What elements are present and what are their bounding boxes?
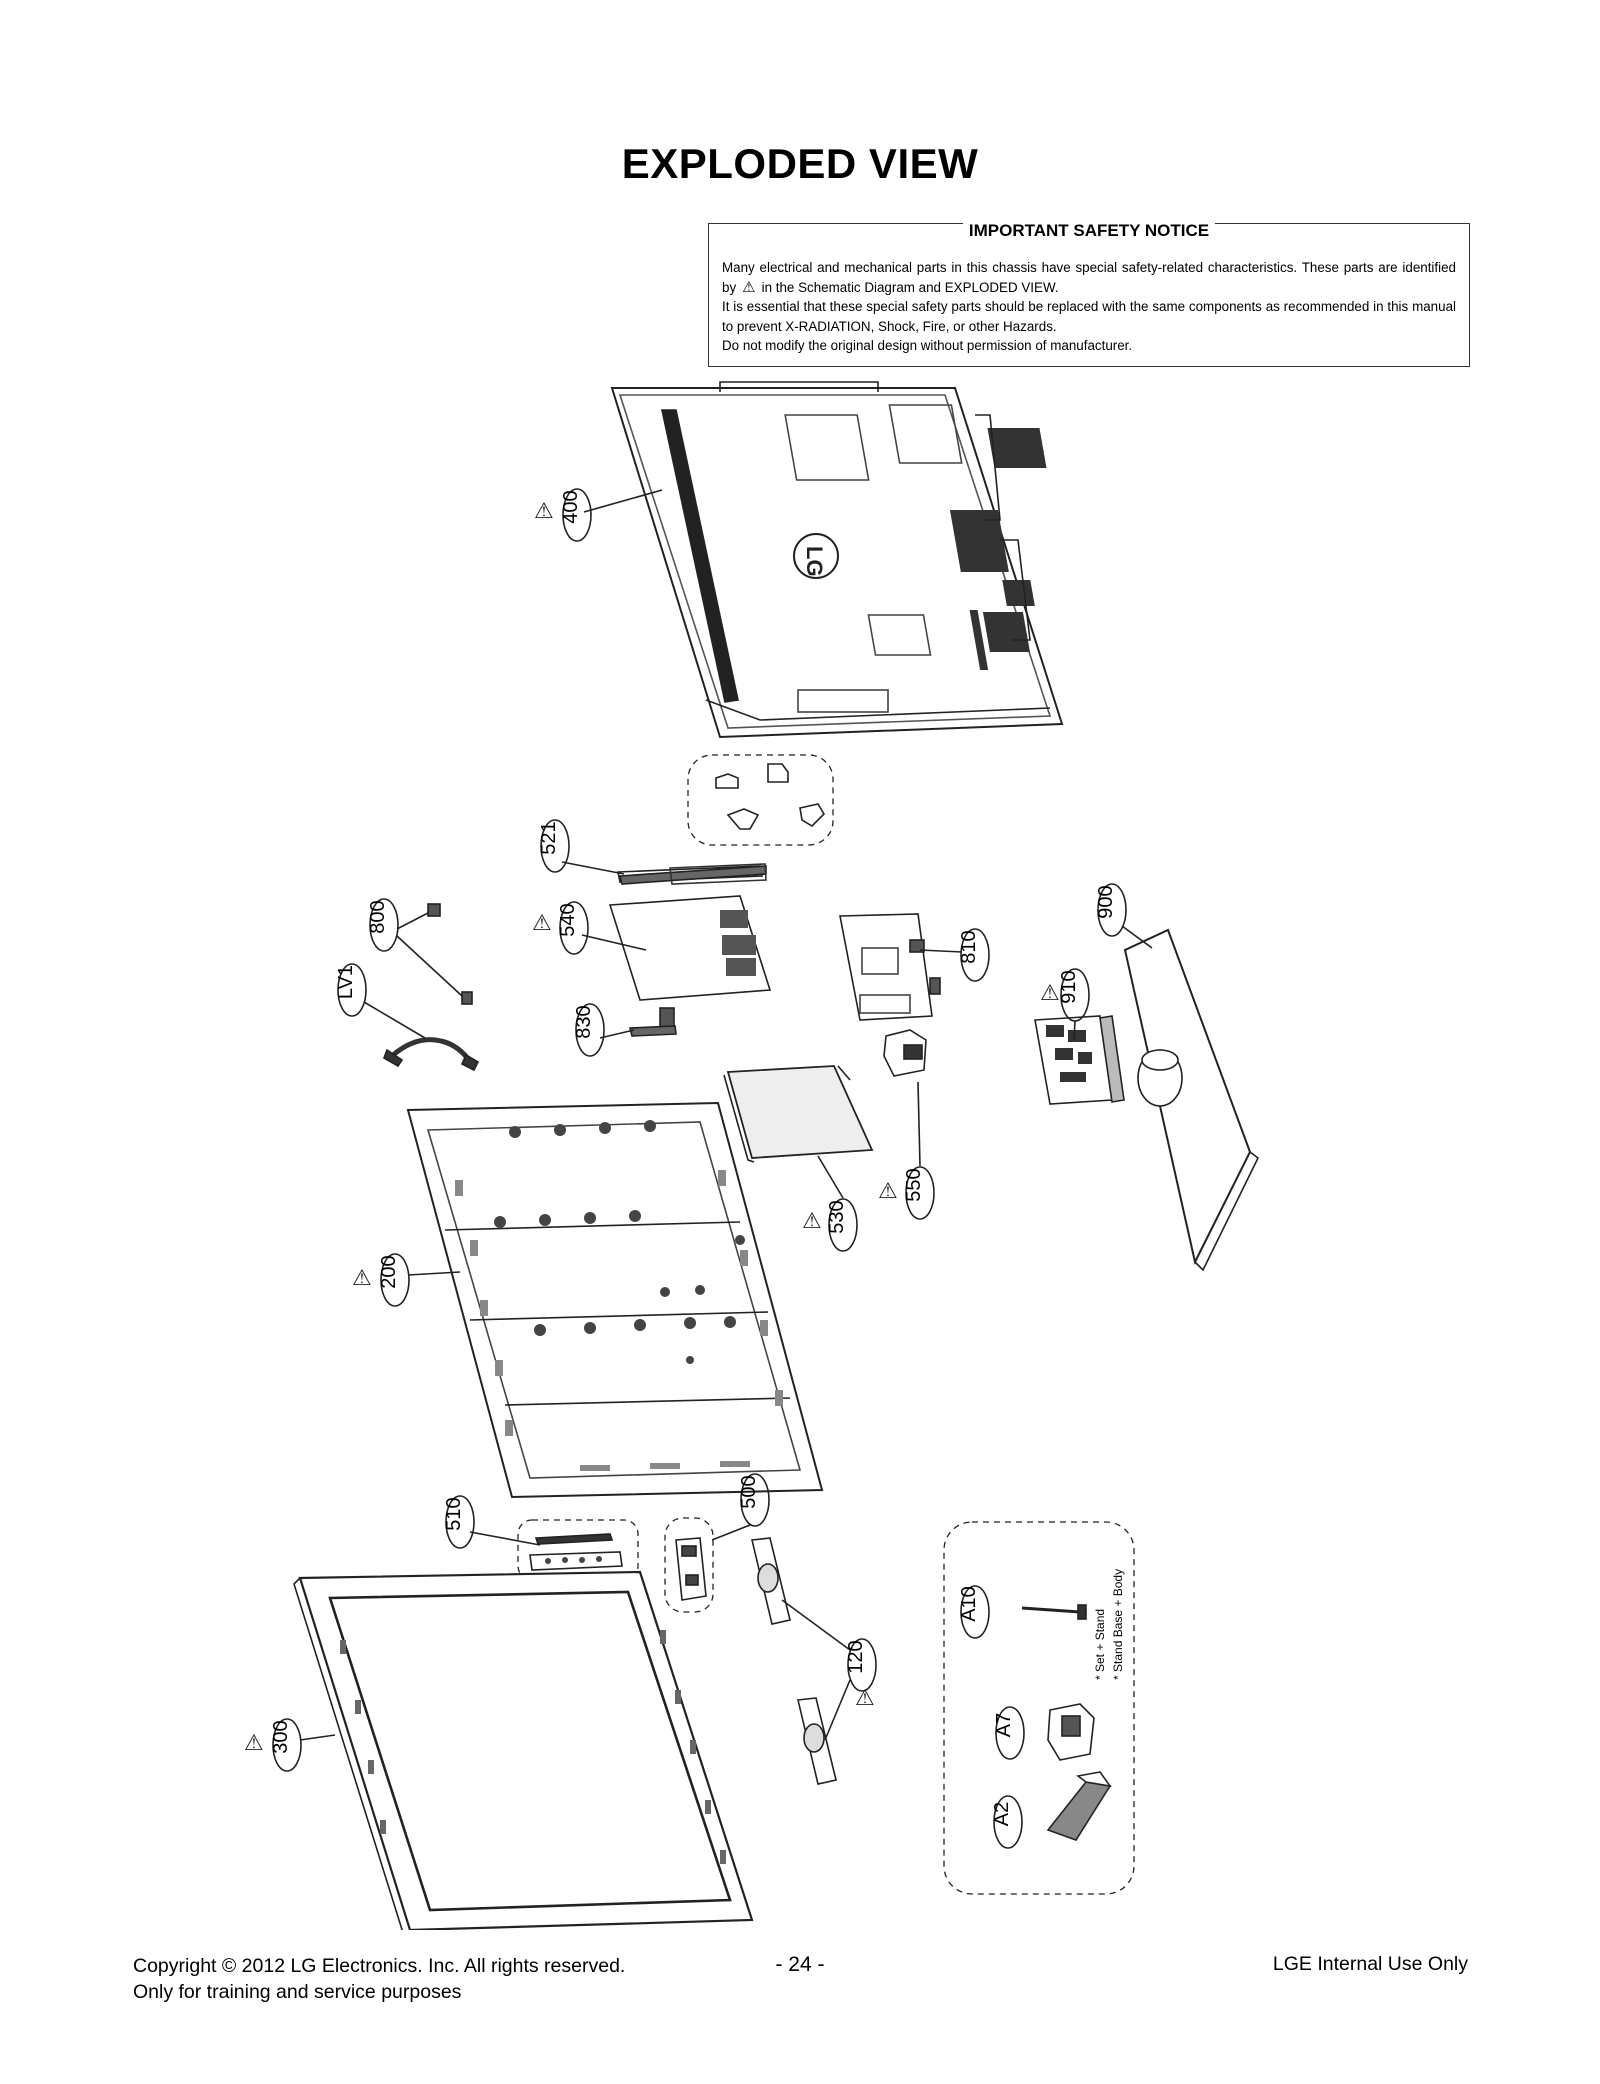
bar-521: 521 [538,819,767,885]
part-number-800: 800 [367,900,389,933]
safety-notice-box: IMPORTANT SAFETY NOTICE Many electrical … [708,221,1470,367]
part-number-530: 530 [826,1200,848,1233]
footer-training: Only for training and service purposes [133,1981,462,2003]
warning-triangle-icon: ⚠ [742,278,756,296]
stand-body-910: ⚠ 910 [1034,968,1125,1105]
bracket-group [687,754,834,846]
warning-triangle-icon: ⚠ [855,1685,875,1710]
part-800: 800 [367,898,473,1005]
stand-base-900: 900 [1095,883,1260,1272]
warning-triangle-icon: ⚠ [878,1178,898,1203]
page-number: - 24 - [775,1953,825,1976]
part-number-510: 510 [443,1497,465,1530]
part-number-200: 200 [378,1255,400,1288]
part-number-A7: A7 [993,1713,1015,1737]
warning-triangle-icon: ⚠ [1040,980,1060,1005]
note-stand-base-body: * Stand Base + Body [1111,1569,1125,1680]
safety-notice-heading: IMPORTANT SAFETY NOTICE [962,221,1216,240]
part-number-400: 400 [560,490,582,523]
cable-LV1: LV1 [335,963,480,1072]
warning-triangle-icon: ⚠ [244,1730,264,1755]
speakers-120: ⚠ 120 [751,1537,877,1785]
notice-line-2: It is essential that these special safet… [722,299,1456,334]
lg-logo-text: LG [802,546,827,577]
part-500: 500 [664,1473,770,1613]
part-number-LV1: LV1 [335,965,357,999]
footer-internal: LGE Internal Use Only [1272,1953,1468,1975]
power-board-530: ⚠ 530 [723,1065,874,1252]
part-number-830: 830 [573,1005,595,1038]
part-number-910: 910 [1058,970,1080,1003]
part-number-A10: A10 [958,1586,980,1622]
part-number-900: 900 [1095,885,1117,918]
note-set-stand: * Set + Stand [1093,1609,1107,1680]
footer-left: Copyright © 2012 LG Electronics. Inc. Al… [133,1953,625,2005]
part-number-120: 120 [845,1640,867,1673]
part-number-540: 540 [557,903,579,936]
part-number-810: 810 [958,930,980,963]
chassis-frame-200: ⚠ 200 [352,1101,824,1499]
warning-triangle-icon: ⚠ [534,498,554,523]
notice-line-1: Many electrical and mechanical parts in … [722,260,1456,295]
part-number-500: 500 [738,1475,760,1508]
callout-400: ⚠ 400 [534,488,663,542]
notice-line-1b: in the Schematic Diagram and EXPLODED VI… [761,279,1059,295]
part-number-521: 521 [538,821,560,854]
part-550: ⚠ 550 [878,1029,935,1220]
page-title: EXPLODED VIEW [621,140,979,187]
exploded-view-drawing: LG ⚠ 400 521 ⚠ [244,381,1260,1930]
front-bezel-300: ⚠ 300 [244,1570,754,1930]
main-board-540: ⚠ 540 [532,895,772,1001]
bracket-810: 810 [839,913,990,1021]
part-number-A2: A2 [991,1802,1013,1826]
warning-triangle-icon: ⚠ [532,910,552,935]
warning-triangle-icon: ⚠ [802,1208,822,1233]
footer-copyright: Copyright © 2012 LG Electronics. Inc. Al… [133,1955,626,1977]
notice-line-3: Do not modify the original design withou… [722,338,1133,353]
accessories-group: A10 * Set + Stand * Stand Base + Body A7… [943,1521,1135,1895]
back-cover-400: LG [610,381,1064,739]
part-510: 510 [443,1495,639,1581]
safety-notice-body: Many electrical and mechanical parts in … [722,258,1456,356]
part-number-300: 300 [270,1720,292,1753]
part-830: 830 [573,1003,677,1057]
warning-triangle-icon: ⚠ [352,1265,372,1290]
part-number-550: 550 [903,1168,925,1201]
